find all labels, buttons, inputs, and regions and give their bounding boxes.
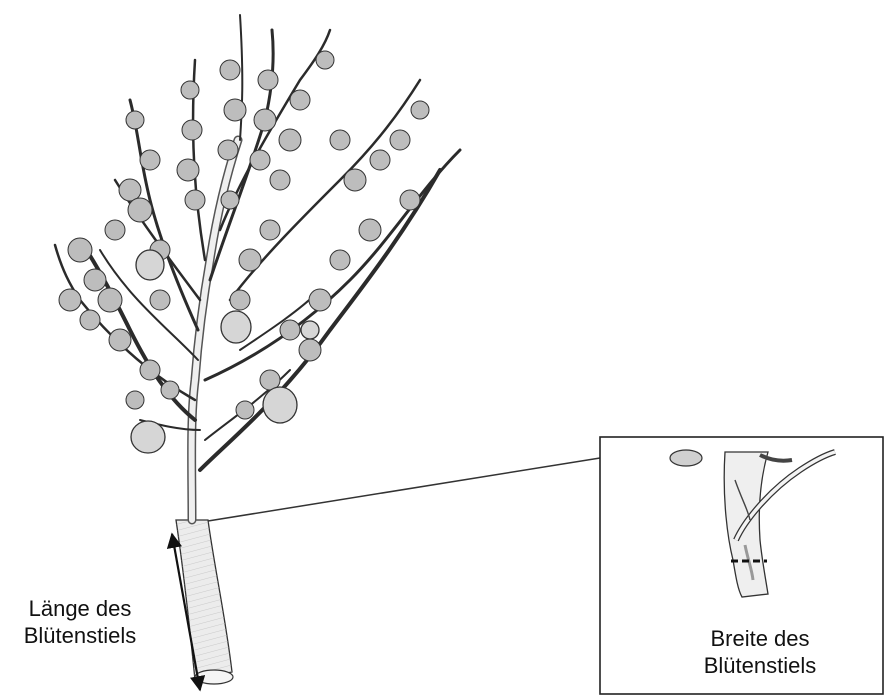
width-label-line1: Breite des [640, 625, 880, 652]
length-label: Länge des Blütenstiels [0, 595, 160, 649]
detail-connector-line [208, 458, 600, 521]
width-label-line2: Blütenstiels [640, 652, 880, 679]
length-label-line2: Blütenstiels [0, 622, 160, 649]
length-label-line1: Länge des [0, 595, 160, 622]
flower-clusters [59, 51, 429, 419]
flower-heads [131, 250, 319, 453]
width-label: Breite des Blütenstiels [640, 625, 880, 679]
stalk-cut-end [195, 670, 233, 684]
